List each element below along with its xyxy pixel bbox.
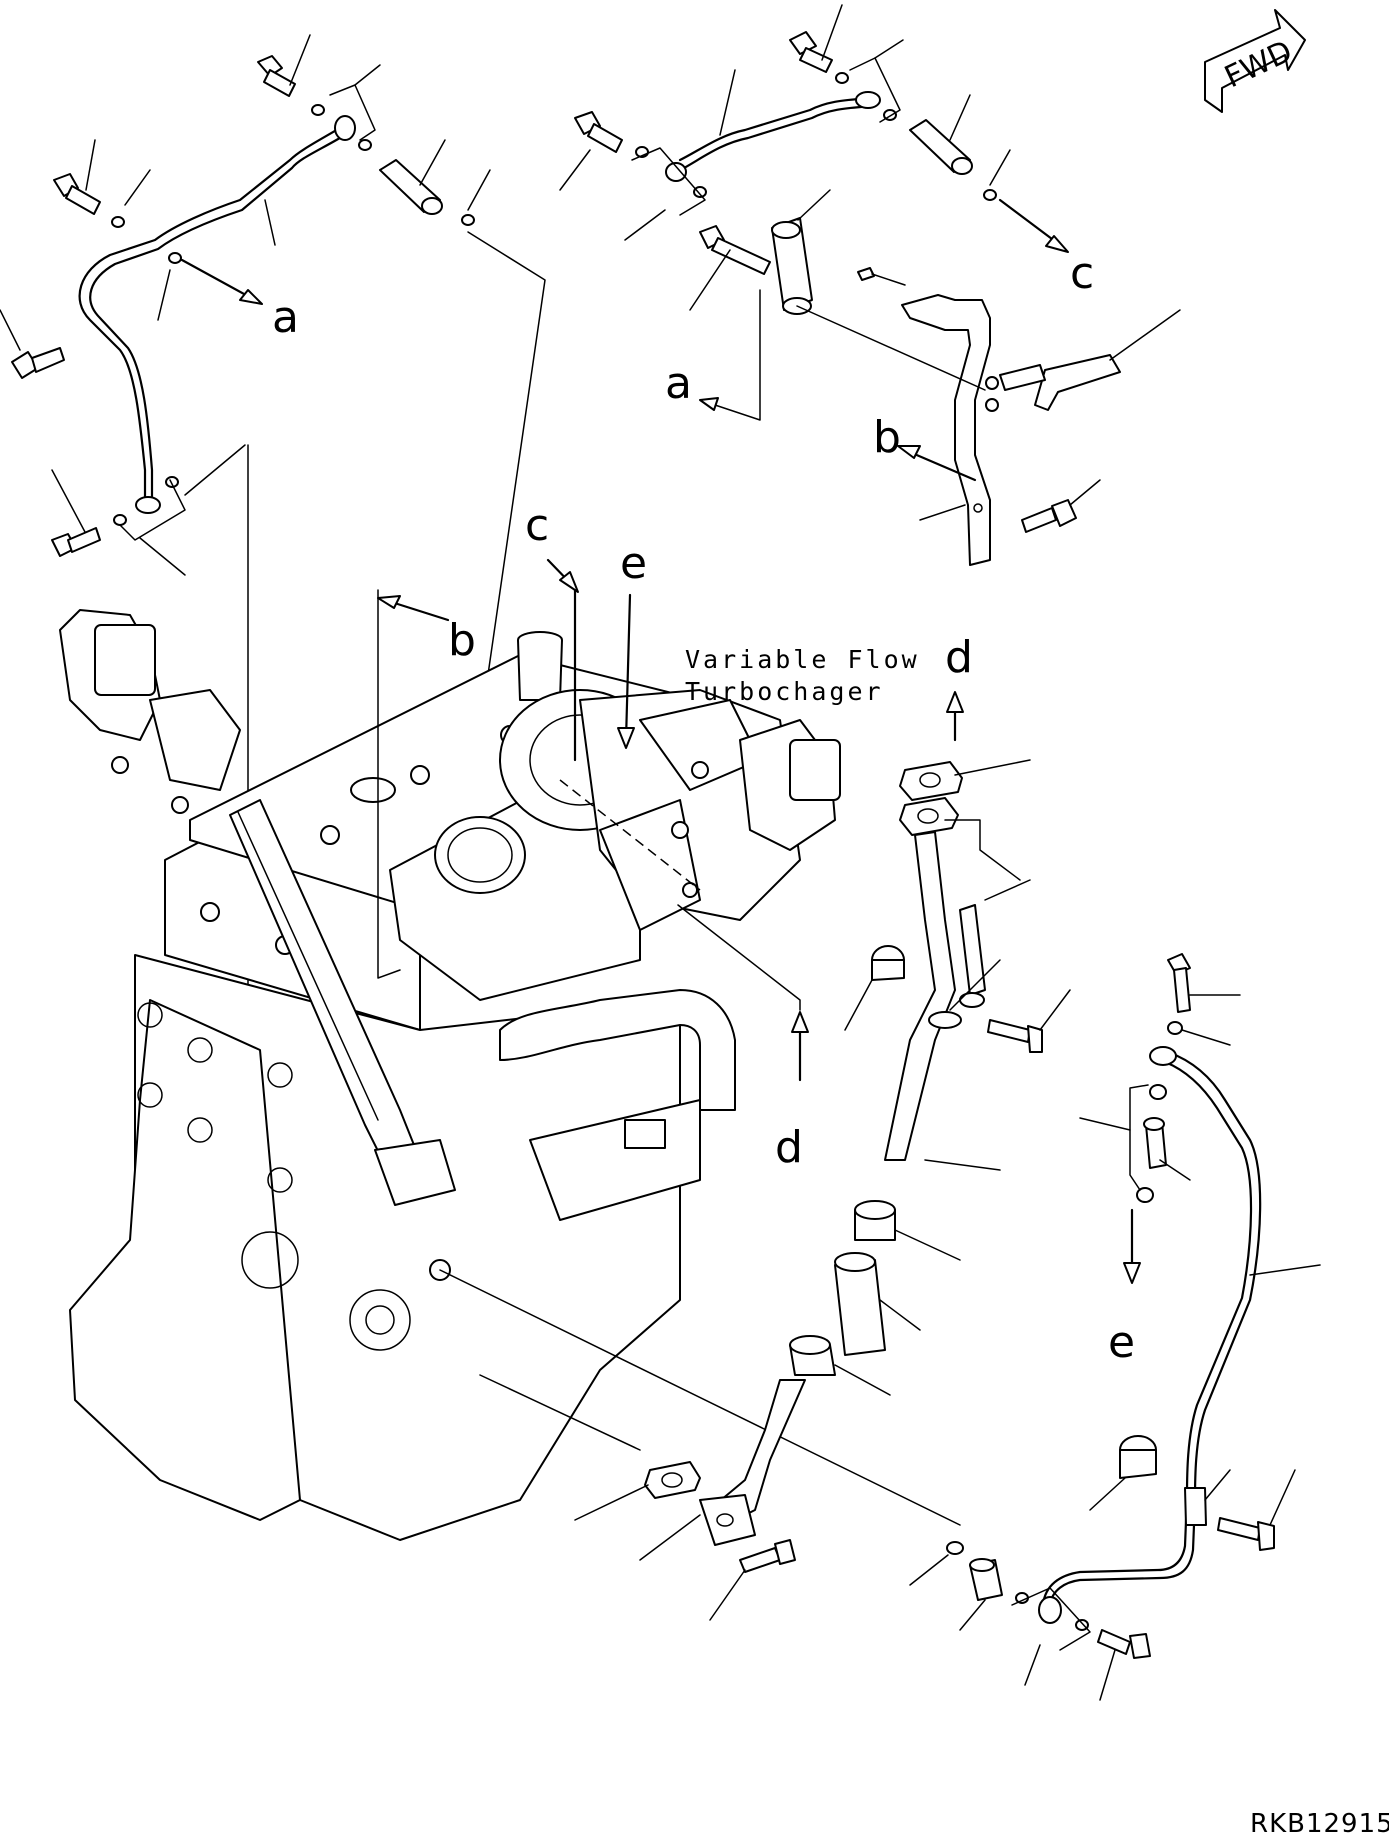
reference-code: RKB129150 bbox=[1250, 1809, 1389, 1837]
tube-eye-fitting-icon bbox=[855, 91, 881, 109]
turbocharger-caption-line1: Variable Flow bbox=[685, 645, 920, 674]
banjo-bolt-icon bbox=[789, 31, 833, 73]
callout-a-right: a bbox=[665, 358, 692, 409]
leader-line bbox=[479, 1374, 641, 1451]
washer-icon bbox=[358, 139, 372, 151]
arrow-head-icon bbox=[1045, 235, 1069, 253]
bolt-icon bbox=[574, 111, 623, 153]
tube-clip-icon bbox=[1184, 1487, 1207, 1526]
leader-line bbox=[439, 1269, 961, 1526]
arrow-head-icon bbox=[791, 1011, 809, 1033]
bolt-icon bbox=[1167, 953, 1191, 1013]
washer-icon bbox=[113, 514, 127, 526]
bolt-icon bbox=[739, 1539, 796, 1573]
oil-drain-tube-group bbox=[574, 691, 1071, 1621]
adapter-fitting-icon bbox=[379, 159, 443, 215]
leader-line bbox=[699, 289, 761, 421]
washer-icon bbox=[983, 189, 997, 201]
callout-d-left-line: d bbox=[945, 632, 973, 683]
tube-eye-fitting-icon bbox=[1038, 1596, 1062, 1624]
callout-c-top: c bbox=[1070, 248, 1094, 299]
bracket-plate bbox=[1034, 354, 1121, 411]
bolt-icon bbox=[1217, 1517, 1275, 1551]
variable-flow-turbocharger bbox=[499, 689, 841, 1221]
tube-eye-fitting-icon bbox=[135, 496, 161, 514]
adapter-fitting-icon bbox=[1143, 1117, 1167, 1169]
callout-d-engine: d bbox=[775, 1122, 803, 1173]
bolt-hole-icon bbox=[985, 398, 999, 412]
callout-a-left: a bbox=[272, 292, 299, 343]
engine-block bbox=[69, 631, 701, 1541]
washer-icon bbox=[1167, 1021, 1183, 1035]
arrow-head-icon bbox=[699, 397, 719, 411]
o-ring-icon bbox=[946, 1541, 964, 1555]
connector-fitting-icon bbox=[969, 1558, 1003, 1601]
tube-clamp-block-icon bbox=[771, 217, 813, 315]
washer-icon bbox=[1149, 1084, 1167, 1100]
callout-c-turbo: c bbox=[525, 500, 549, 551]
lower-right-oil-tube-group bbox=[909, 953, 1321, 1701]
gasket-icon bbox=[899, 761, 963, 801]
leader-line bbox=[796, 305, 986, 391]
bolt-icon bbox=[857, 267, 875, 281]
washer-icon bbox=[111, 216, 125, 228]
tube-eye-fitting-icon bbox=[665, 162, 687, 182]
bolt-icon bbox=[699, 225, 771, 275]
turbocharger-caption-line2: Turbochager bbox=[685, 677, 884, 706]
callout-b-engine: b bbox=[448, 615, 476, 666]
bolt-icon bbox=[53, 173, 101, 215]
arrow-head-icon bbox=[1123, 1262, 1141, 1284]
tube-eye-fitting-icon bbox=[334, 115, 356, 141]
flange-icon bbox=[699, 1494, 756, 1546]
leader-line bbox=[677, 904, 801, 1011]
leader-line bbox=[377, 589, 401, 979]
washer-icon bbox=[311, 104, 325, 116]
banjo-bolt-icon bbox=[257, 55, 296, 97]
arrow-head-icon bbox=[239, 289, 263, 305]
arrow-head-icon bbox=[377, 595, 401, 609]
banjo-bolt-icon bbox=[1097, 1629, 1151, 1659]
arrow-head-icon bbox=[897, 445, 921, 459]
gasket-icon bbox=[899, 797, 959, 836]
bolt-hole-icon bbox=[985, 376, 999, 390]
stud-bolt-icon bbox=[959, 904, 986, 1008]
callout-e-turbo: e bbox=[620, 538, 647, 589]
bolt-icon bbox=[51, 527, 101, 557]
rubber-hose-icon bbox=[834, 1259, 886, 1356]
washer-icon bbox=[165, 476, 179, 488]
arrow-head-icon bbox=[946, 691, 964, 713]
washer-icon bbox=[693, 186, 707, 198]
tube-eye-fitting-icon bbox=[1149, 1046, 1177, 1066]
washer-icon bbox=[835, 72, 849, 84]
bolt-icon bbox=[987, 1019, 1043, 1053]
gasket-icon bbox=[644, 1461, 701, 1499]
arrow-head-icon bbox=[559, 571, 579, 593]
washer-icon bbox=[168, 252, 182, 264]
bolt-icon bbox=[11, 347, 65, 379]
upper-left-oil-tube-group bbox=[0, 34, 491, 576]
upper-right-oil-tube-group bbox=[559, 4, 1181, 566]
turbo-bracket bbox=[901, 294, 991, 566]
washer-icon bbox=[461, 214, 475, 226]
washer-icon bbox=[1136, 1187, 1154, 1203]
callout-e-right: e bbox=[1108, 1317, 1135, 1368]
arrow-head-icon bbox=[617, 727, 635, 749]
egr-valve-and-pipe bbox=[59, 609, 456, 1281]
callout-b-bracket: b bbox=[873, 412, 901, 463]
bolt-icon bbox=[1021, 499, 1077, 533]
fwd-arrow-icon: FWD bbox=[1204, 9, 1306, 113]
adapter-fitting-icon bbox=[909, 119, 973, 175]
